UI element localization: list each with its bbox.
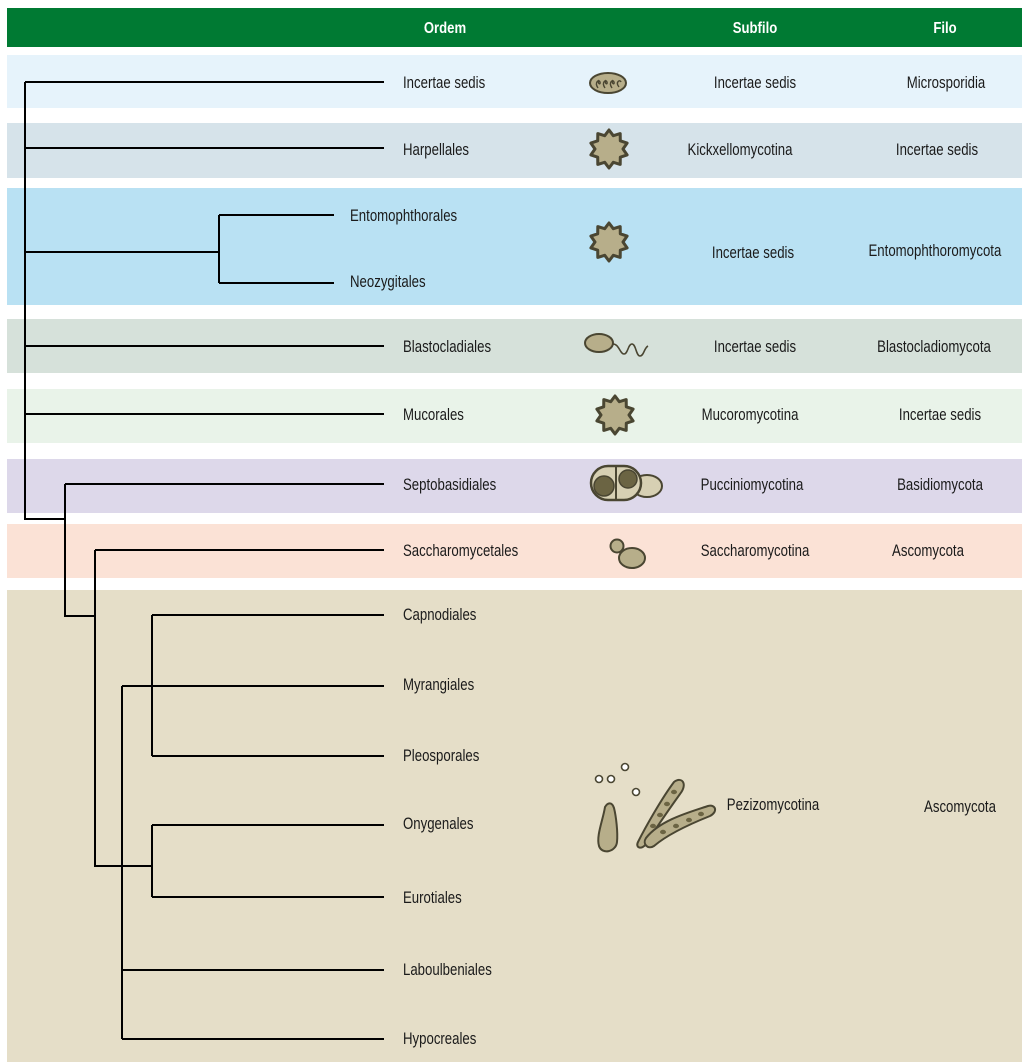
- spiky-zygospore-icon: [588, 128, 630, 170]
- subfilo-label: Kickxellomycotina: [680, 140, 800, 160]
- order-label: Myrangiales: [403, 675, 474, 695]
- order-label: Onygenales: [403, 814, 473, 834]
- subfilo-label: Incertae sedis: [693, 243, 813, 263]
- filo-label: Ascomycota: [880, 541, 976, 561]
- order-label: Neozygitales: [350, 272, 426, 292]
- order-label: Capnodiales: [403, 605, 476, 625]
- order-label: Mucorales: [403, 405, 464, 425]
- order-label: Laboulbeniales: [403, 960, 492, 980]
- filo-label: Entomophthoromycota: [869, 241, 1001, 261]
- subfilo-label: Incertae sedis: [695, 73, 815, 93]
- order-label: Saccharomycetales: [403, 541, 518, 561]
- order-label: Pleosporales: [403, 746, 479, 766]
- clade-dikarya: [65, 484, 95, 616]
- clade-ascomycota: [95, 550, 122, 866]
- subfilo-label: Saccharomycotina: [695, 541, 815, 561]
- spiky-zygospore-icon: [588, 221, 630, 263]
- asci-ascospores-icon: [590, 760, 720, 860]
- filo-label: Basidiomycota: [892, 475, 988, 495]
- flagellated-zoospore-icon: [583, 330, 653, 362]
- subfilo-label: Incertae sedis: [695, 337, 815, 357]
- filo-label: Microsporidia: [886, 73, 1006, 93]
- filo-label: Blastocladiomycota: [874, 337, 994, 357]
- order-label: Eurotiales: [403, 888, 462, 908]
- teliospore-icon: [588, 461, 668, 505]
- order-label: Septobasidiales: [403, 475, 496, 495]
- microsporidia-spore-icon: [588, 70, 628, 96]
- subfilo-label: Mucoromycotina: [690, 405, 810, 425]
- budding-yeast-icon: [605, 536, 649, 572]
- order-label: Blastocladiales: [403, 337, 491, 357]
- order-label: Entomophthorales: [350, 206, 457, 226]
- subfilo-label: Pezizomycotina: [713, 795, 833, 815]
- order-label: Harpellales: [403, 140, 469, 160]
- filo-label: Incertae sedis: [892, 405, 988, 425]
- order-label: Incertae sedis: [403, 73, 485, 93]
- filo-label: Ascomycota: [912, 797, 1008, 817]
- filo-label: Incertae sedis: [877, 140, 997, 160]
- spiky-zygospore-icon: [594, 394, 636, 436]
- subfilo-label: Pucciniomycotina: [692, 475, 812, 495]
- order-label: Hypocreales: [403, 1029, 476, 1049]
